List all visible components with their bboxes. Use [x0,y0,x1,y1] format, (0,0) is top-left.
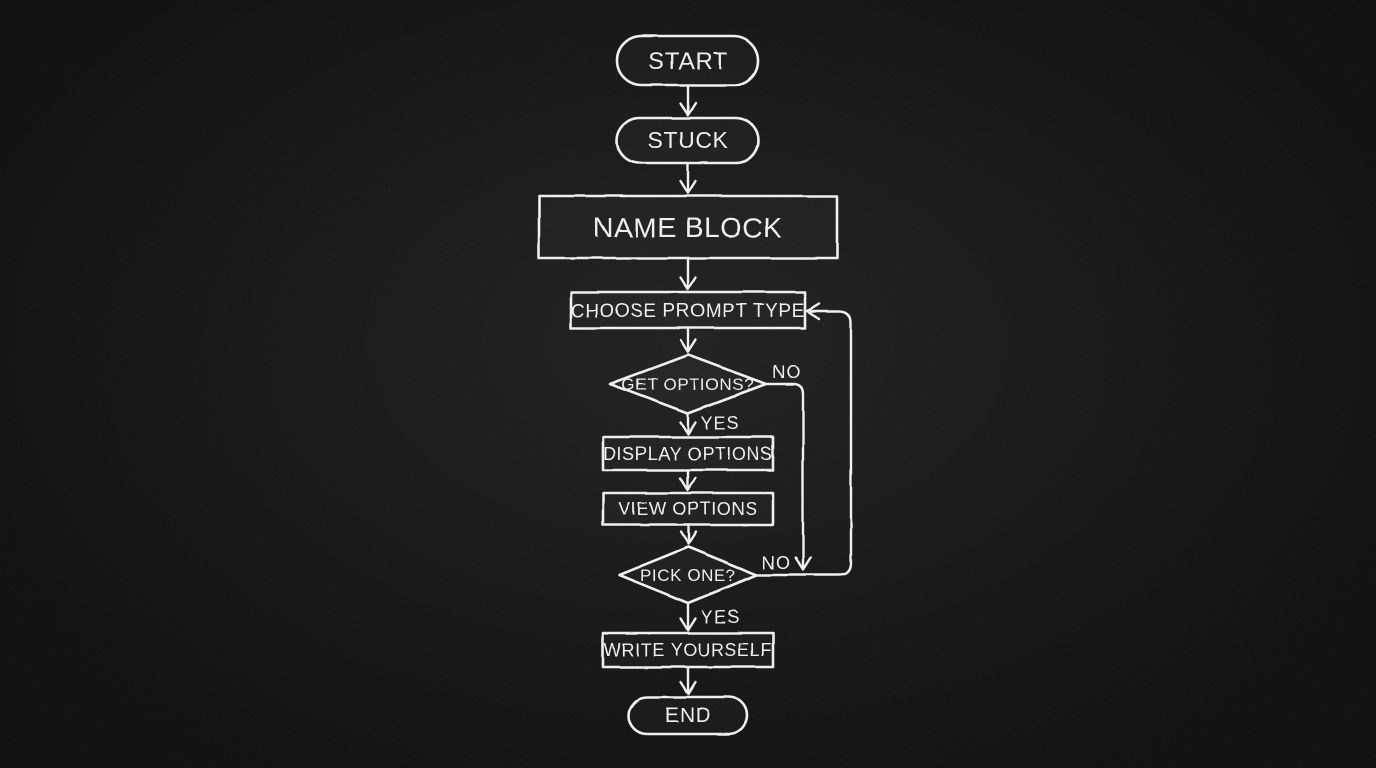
chalkboard-background: START STUCK NAME BLOCK [0,0,1376,768]
flowchart-diagram: START STUCK NAME BLOCK [0,0,1376,768]
grain-texture [0,0,1376,768]
